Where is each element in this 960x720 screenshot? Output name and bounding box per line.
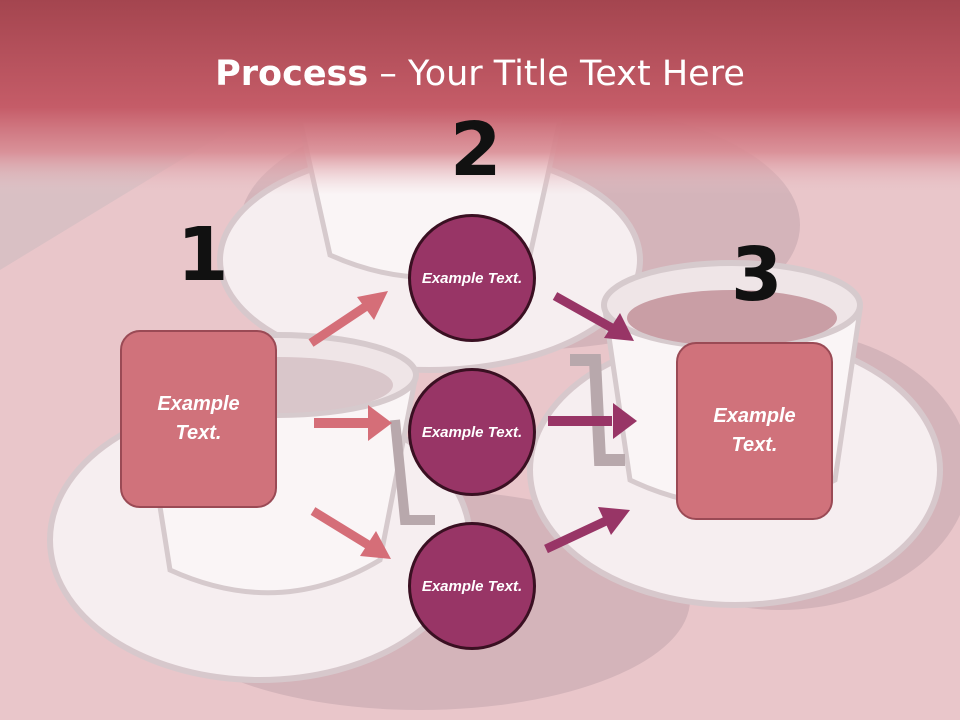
middle-node-top: Example Text. [408,214,536,342]
arrow-top-to-3 [552,292,634,341]
arrow-1-to-center [314,405,392,441]
step-1-box: Example Text. [120,330,277,508]
arrow-1-to-bottom [310,507,391,559]
middle-node-bottom-label: Example Text. [421,577,523,595]
step-1-label: Example Text. [157,393,240,444]
step-number-3: 3 [731,232,783,318]
arrow-center-to-3 [548,403,637,439]
step-number-2: 2 [450,107,502,193]
title-rest: – Your Title Text Here [368,54,745,94]
middle-node-top-label: Example Text. [421,269,523,287]
step-3-label: Example Text. [713,405,796,456]
title-bold: Process [215,54,369,94]
middle-node-bottom: Example Text. [408,522,536,650]
step-number-1: 1 [177,212,229,298]
page-title: Process – Your Title Text Here [0,52,960,96]
arrow-bottom-to-3 [544,507,630,554]
middle-node-center: Example Text. [408,368,536,496]
arrow-1-to-top [308,291,388,347]
middle-node-center-label: Example Text. [421,423,523,441]
step-3-box: Example Text. [676,342,833,520]
